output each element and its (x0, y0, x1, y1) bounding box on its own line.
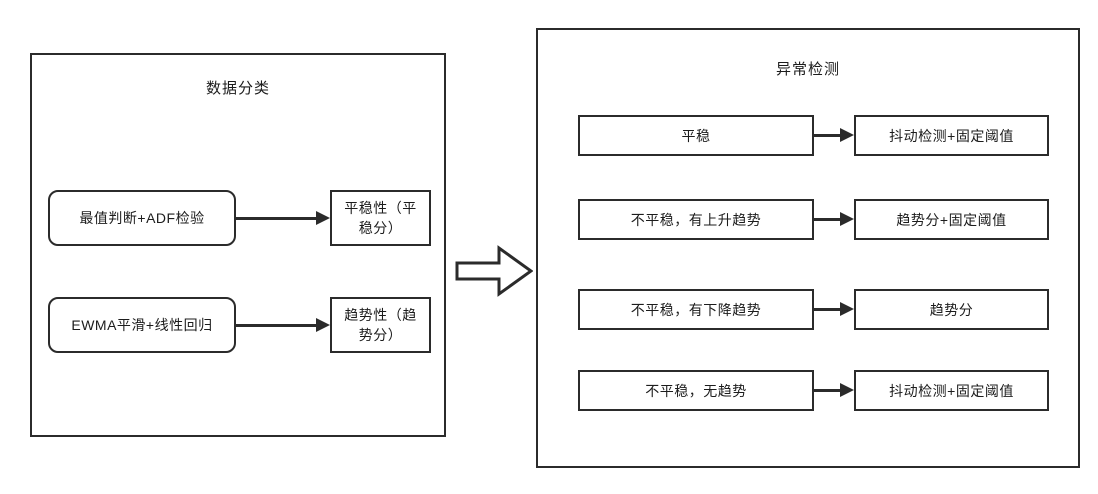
panel-flow-arrow-icon (455, 245, 533, 297)
arrow-minmax-adf-to-stationarity (236, 211, 330, 225)
node-nonstable-up[interactable]: 不平稳，有上升趋势 (578, 199, 814, 240)
node-stable[interactable]: 平稳 (578, 115, 814, 156)
panel-data-classification: 数据分类 最值判断+ADF检验 EWMA平滑+线性回归 平稳性（平稳分） 趋势性… (30, 53, 446, 437)
arrow-stable-to-jitter-fixed (814, 128, 854, 142)
arrow-shaft (236, 217, 316, 220)
arrow-head-icon (316, 211, 330, 225)
node-jitter-detection-fixed-threshold-2[interactable]: 抖动检测+固定阈值 (854, 370, 1049, 411)
arrow-nonstable-none-to-jitter-fixed (814, 383, 854, 397)
node-ewma-linreg[interactable]: EWMA平滑+线性回归 (48, 297, 236, 353)
node-jitter-detection-fixed-threshold-1[interactable]: 抖动检测+固定阈值 (854, 115, 1049, 156)
arrow-shaft (814, 389, 840, 392)
arrow-shaft (814, 218, 840, 221)
arrow-nonstable-down-to-trend-score (814, 302, 854, 316)
arrow-head-icon (840, 128, 854, 142)
node-trendness[interactable]: 趋势性（趋势分） (330, 297, 431, 353)
node-trend-score-fixed-threshold[interactable]: 趋势分+固定阈值 (854, 199, 1049, 240)
arrow-head-icon (840, 302, 854, 316)
arrow-shaft (814, 308, 840, 311)
node-minmax-adf[interactable]: 最值判断+ADF检验 (48, 190, 236, 246)
arrow-head-icon (840, 383, 854, 397)
node-nonstable-down[interactable]: 不平稳，有下降趋势 (578, 289, 814, 330)
node-stationarity[interactable]: 平稳性（平稳分） (330, 190, 431, 246)
arrow-ewma-linreg-to-trendness (236, 318, 330, 332)
node-trend-score[interactable]: 趋势分 (854, 289, 1049, 330)
arrow-shaft (814, 134, 840, 137)
arrow-nonstable-up-to-trend-fixed (814, 212, 854, 226)
arrow-head-icon (316, 318, 330, 332)
panel-title-data-classification: 数据分类 (205, 80, 270, 97)
panel-title-anomaly-detection: 异常检测 (775, 61, 840, 78)
arrow-head-icon (840, 212, 854, 226)
arrow-shaft (236, 324, 316, 327)
panel-anomaly-detection: 异常检测 平稳 不平稳，有上升趋势 不平稳，有下降趋势 不平稳，无趋势 抖动检测… (536, 28, 1080, 468)
node-nonstable-none[interactable]: 不平稳，无趋势 (578, 370, 814, 411)
